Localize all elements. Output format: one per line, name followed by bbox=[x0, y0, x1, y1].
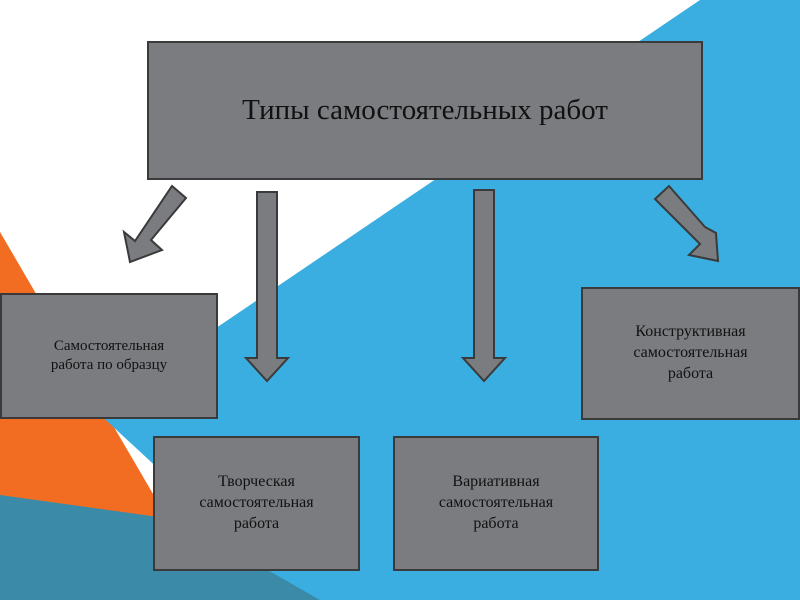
diagram-title: Типы самостоятельных работ bbox=[242, 93, 608, 126]
node-creative-label: Творческая самостоятельная работа bbox=[199, 473, 314, 532]
arrow-to-sample bbox=[122, 184, 188, 264]
node-constructive-label: Конструктивная самостоятельная работа bbox=[633, 323, 748, 382]
node-sample-work: Самостоятельная работа по образцу bbox=[0, 293, 218, 419]
arrow-to-variative bbox=[460, 189, 508, 383]
arrow-to-constructive bbox=[653, 184, 720, 263]
node-sample-label: Самостоятельная работа по образцу bbox=[50, 337, 168, 374]
node-variative-work: Вариативная самостоятельная работа bbox=[393, 436, 599, 571]
node-variative-label: Вариативная самостоятельная работа bbox=[438, 473, 554, 532]
diagram-title-box: Типы самостоятельных работ bbox=[147, 41, 703, 180]
arrow-to-creative bbox=[243, 191, 291, 383]
node-creative-work: Творческая самостоятельная работа bbox=[153, 436, 360, 571]
node-constructive-work: Конструктивная самостоятельная работа bbox=[581, 287, 800, 420]
